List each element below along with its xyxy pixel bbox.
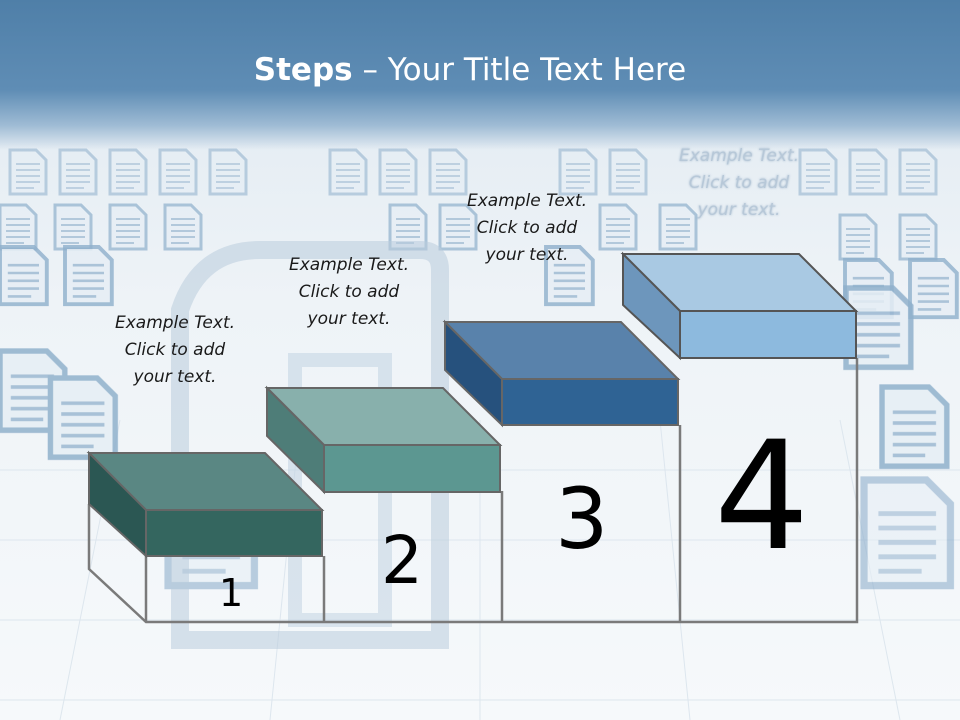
step-text-line: Example Text. [288, 255, 410, 275]
step-block-1[interactable] [86, 450, 325, 559]
step-number-4: 4 [714, 410, 810, 584]
title-bar: Steps – Your Title Text Here [0, 0, 960, 150]
step-number-1: 1 [219, 571, 244, 615]
step-block-3[interactable] [442, 319, 681, 428]
step-text-1[interactable]: Example Text. Click to add your text. [95, 310, 255, 391]
step-text-line: Click to add [124, 340, 226, 360]
step-text-line: your text. [485, 245, 569, 265]
step-text-line: Example Text. [466, 191, 588, 211]
step-text-line: your text. [697, 200, 781, 220]
step-text-4[interactable]: Example Text. Click to add your text. [659, 143, 819, 224]
step-number-3: 3 [555, 470, 609, 568]
step-text-2[interactable]: Example Text. Click to add your text. [269, 252, 429, 333]
step-text-line: Example Text. [114, 313, 236, 333]
title-rest: – Your Title Text Here [352, 52, 687, 88]
title-bold: Steps [253, 52, 353, 88]
step-text-line: your text. [307, 309, 391, 329]
step-text-line: Click to add [298, 282, 400, 302]
slide-title[interactable]: Steps – Your Title Text Here [0, 52, 940, 88]
step-text-line: Click to add [476, 218, 578, 238]
step-text-3[interactable]: Example Text. Click to add your text. [447, 188, 607, 269]
step-block-4[interactable] [620, 251, 859, 361]
step-block-2[interactable] [264, 385, 503, 495]
step-number-2: 2 [381, 522, 423, 599]
step-text-line: Click to add [688, 173, 790, 193]
step-text-line: Example Text. [678, 146, 800, 166]
step-text-line: your text. [133, 367, 217, 387]
